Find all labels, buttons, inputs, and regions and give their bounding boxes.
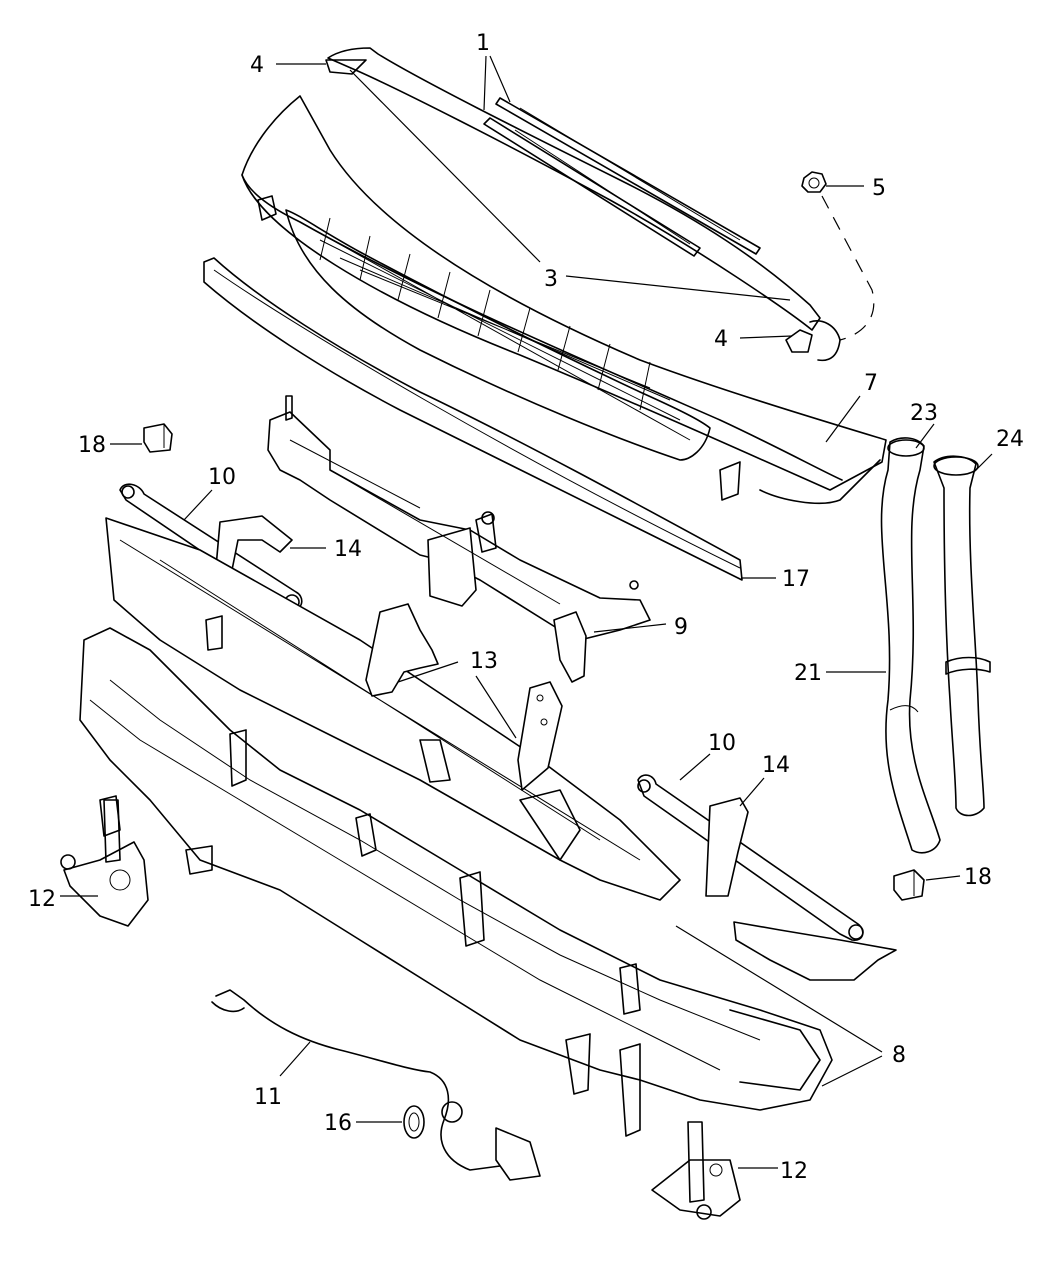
callout-8: 8 [892,1043,906,1068]
wiper-linkage-motor [267,395,651,683]
bracket-right [705,797,749,897]
mount-bracket-right [651,1121,741,1220]
wire-harness [211,989,541,1181]
callout-18-right: 18 [964,865,992,890]
callout-23: 23 [910,401,938,426]
callout-4-top: 4 [250,53,264,78]
callout-12-right: 12 [780,1159,808,1184]
callout-16: 16 [324,1111,352,1136]
callout-13: 13 [470,649,498,674]
callout-24: 24 [996,427,1024,452]
callout-14-left: 14 [334,537,362,562]
pivot-arm-right [637,774,864,941]
cowl-seal-strip [203,257,743,581]
grommet-icon [403,1105,425,1139]
callout-14-right: 14 [762,753,790,778]
callout-10-left: 10 [208,465,236,490]
wiper-arm-and-blade-assembly [325,47,841,362]
cap-icon [893,869,925,901]
callout-21: 21 [794,661,822,686]
callout-12-left: 12 [28,887,56,912]
mount-bracket-left [60,799,149,927]
callout-18-left: 18 [78,433,106,458]
bracket-13-right [517,681,563,791]
callout-9: 9 [674,615,688,640]
duct-end-piece [733,921,897,981]
callout-17: 17 [782,567,810,592]
cowl-grille-panel [241,95,887,505]
callout-4-lower: 4 [714,327,728,352]
callout-5: 5 [872,176,886,201]
callout-labels: 1 3 4 4 5 7 8 9 10 10 11 12 12 13 14 14 … [28,31,1024,1184]
callout-7: 7 [864,371,878,396]
callout-10-right: 10 [708,731,736,756]
callout-3-top: 3 [544,267,558,292]
cap-icon [143,423,173,453]
leader-lines [60,55,993,1169]
callout-1: 1 [476,31,490,56]
callout-11: 11 [254,1085,282,1110]
bracket-13-left [365,603,439,697]
nut-install-line [821,195,875,341]
dash-panel-support [79,627,833,1137]
drain-hose-24 [933,455,991,817]
nut-icon [801,171,827,193]
drain-hose-21 [880,437,941,854]
